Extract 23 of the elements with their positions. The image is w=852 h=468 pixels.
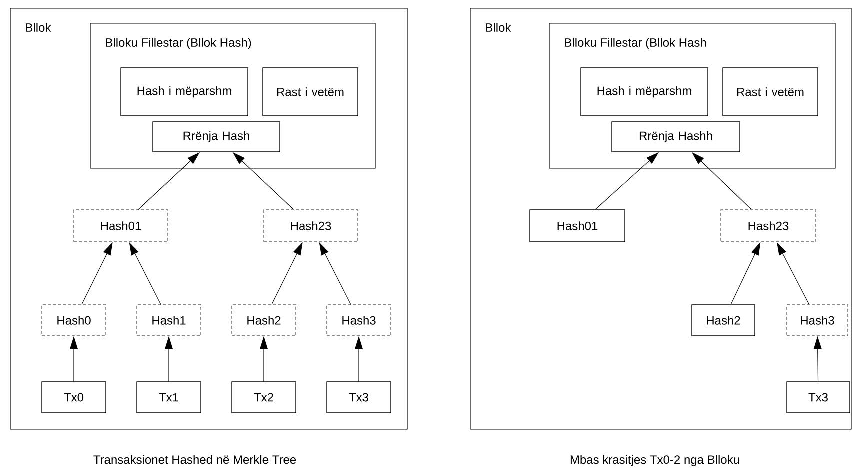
hash-box: Rrënja Hash [152, 122, 280, 152]
hash-box: Hash0 [42, 304, 106, 336]
hash-box: Hash23 [720, 210, 816, 242]
node-label: Transaksionet Hashed në Merkle Tree [94, 455, 296, 464]
hash-box: Tx3 [326, 382, 392, 414]
hash-box: Hash2 [232, 304, 296, 336]
hash-box: Hash i mëparshm [580, 68, 708, 116]
node-label: Mbas krasitjes Tx0-2 nga Blloku [570, 455, 740, 466]
hash-box: Rast i vetëm [722, 68, 818, 116]
hash-box: Rrënja Hashh [612, 122, 740, 152]
hash-box: Hash3 [786, 304, 848, 336]
hash-box: Hash3 [326, 304, 392, 336]
hash-box: Hash1 [136, 304, 202, 336]
hash-box: Hash01 [530, 210, 626, 242]
hash-box: Hash2 [692, 304, 756, 336]
hash-box: Tx3 [786, 382, 850, 414]
hash-box: Hash01 [74, 210, 168, 242]
hash-box: Hash i mëparshm [120, 68, 248, 116]
hash-box: Rast i vetëm [262, 68, 358, 116]
hash-box: Tx2 [232, 382, 296, 414]
hash-box: Tx1 [136, 382, 202, 414]
hash-box: Tx0 [42, 382, 106, 414]
hash-box: Hash23 [264, 210, 358, 242]
